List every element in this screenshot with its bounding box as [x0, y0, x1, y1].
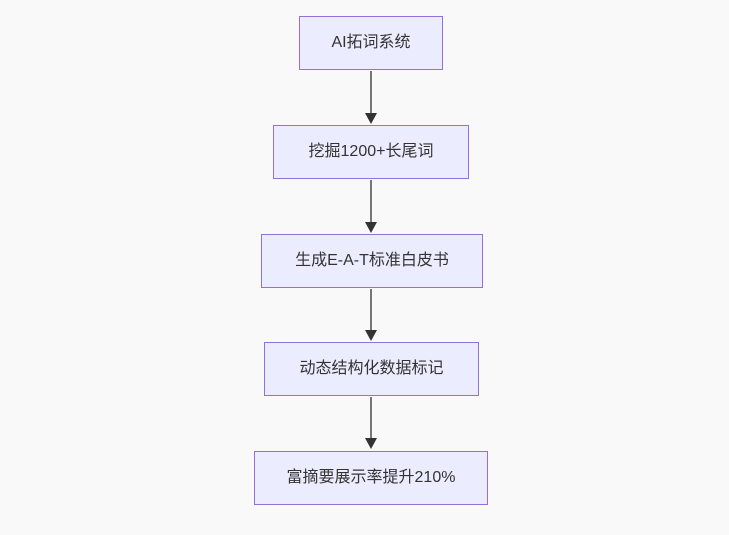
edge-c-d [365, 289, 377, 341]
node-ai-keyword-expansion-system: AI拓词系统 [299, 16, 443, 70]
arrowhead-icon [365, 330, 377, 341]
node-label: 生成E-A-T标准白皮书 [295, 252, 449, 270]
node-rich-snippet-rate-increase: 富摘要展示率提升210% [254, 451, 488, 505]
node-dynamic-structured-data-markup: 动态结构化数据标记 [264, 342, 479, 396]
node-generate-eat-whitepaper: 生成E-A-T标准白皮书 [261, 234, 483, 288]
arrowhead-icon [365, 438, 377, 449]
node-mine-longtail-keywords: 挖掘1200+长尾词 [273, 125, 469, 179]
edge-d-e [365, 397, 377, 449]
arrowhead-icon [365, 222, 377, 233]
node-label: AI拓词系统 [331, 34, 411, 52]
node-label: 动态结构化数据标记 [299, 360, 444, 378]
node-label: 富摘要展示率提升210% [286, 469, 456, 487]
edge-a-b [365, 71, 377, 124]
edge-b-c [365, 180, 377, 233]
node-label: 挖掘1200+长尾词 [308, 143, 434, 161]
arrowhead-icon [365, 113, 377, 124]
